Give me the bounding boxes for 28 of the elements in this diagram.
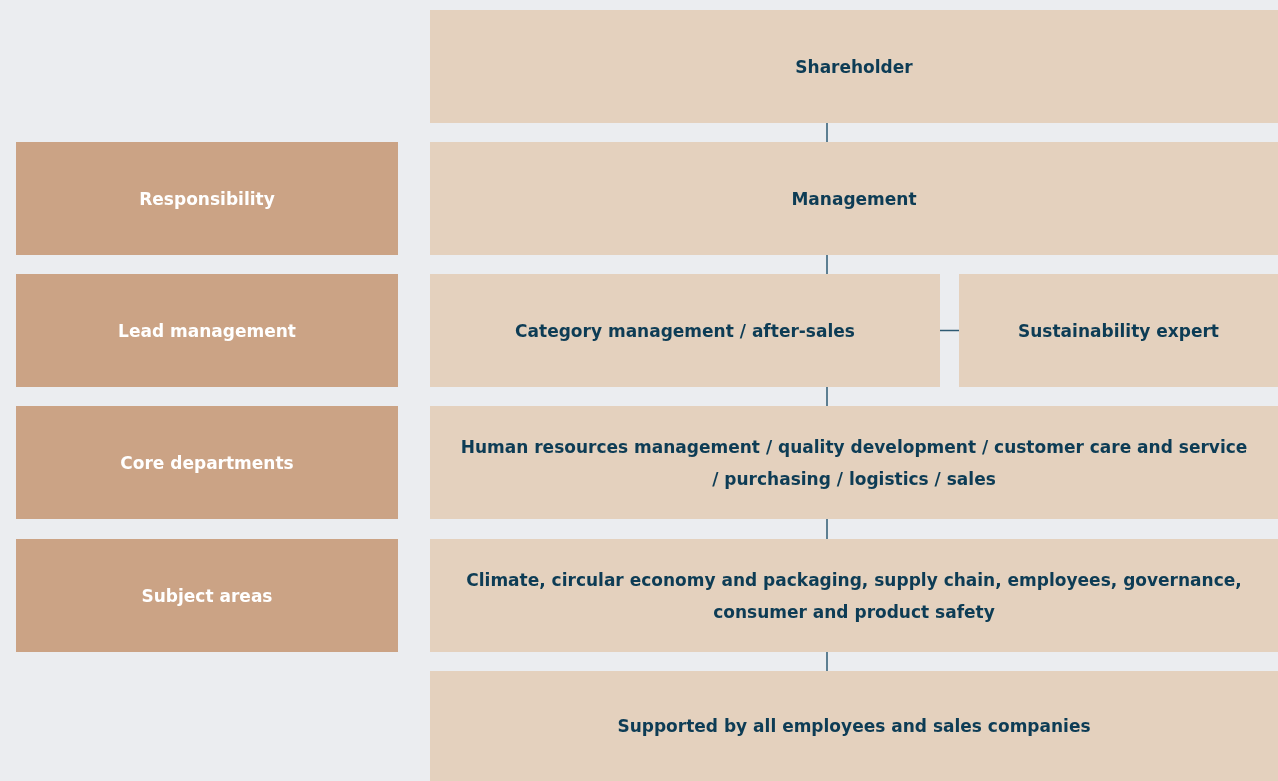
org-box bbox=[430, 274, 940, 387]
box-text: Human resources management / quality development / customer care and service / purchasing / logistics / sales bbox=[460, 435, 1248, 491]
level-label-box bbox=[16, 406, 398, 519]
level-label-box bbox=[16, 142, 398, 255]
org-box bbox=[430, 142, 1278, 255]
connector-line bbox=[826, 122, 828, 143]
connector-line bbox=[826, 651, 828, 672]
box-text: Category management / after-sales bbox=[515, 319, 855, 343]
level-label-box bbox=[16, 274, 398, 387]
org-box bbox=[430, 671, 1278, 781]
connector-line bbox=[939, 329, 960, 332]
box-text: Shareholder bbox=[795, 55, 913, 79]
box-text: Core departments bbox=[120, 451, 294, 475]
org-box bbox=[430, 10, 1278, 123]
box-text: Supported by all employees and sales companies bbox=[617, 715, 1091, 738]
box-text: Climate, circular economy and packaging, supply chain, employees, governance, consumer and product safety bbox=[465, 568, 1243, 624]
connector-line bbox=[826, 386, 828, 407]
box-text: Management bbox=[791, 187, 917, 211]
connector-line bbox=[826, 254, 828, 275]
box-text: Subject areas bbox=[141, 584, 273, 608]
org-box bbox=[430, 406, 1278, 519]
box-text: Lead management bbox=[118, 319, 296, 343]
box-text: Responsibility bbox=[139, 187, 275, 211]
org-box bbox=[959, 274, 1278, 387]
box-text: Sustainability expert bbox=[1018, 319, 1219, 343]
org-box bbox=[430, 539, 1278, 652]
connector-line bbox=[826, 518, 828, 540]
level-label-box bbox=[16, 539, 398, 652]
